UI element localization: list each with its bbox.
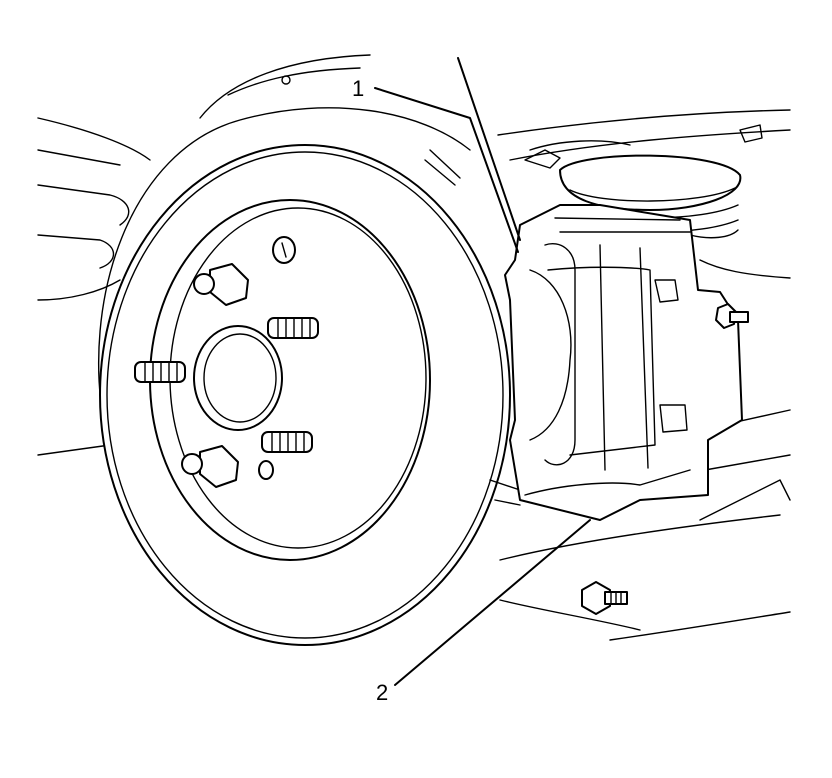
lower-control-arm xyxy=(499,409,791,641)
caliper-bracket-bolt xyxy=(715,303,749,329)
callout-1-label: 1 xyxy=(352,76,364,101)
hub-center-bore xyxy=(193,325,283,431)
brake-rotor xyxy=(99,144,521,646)
callout-1-leader xyxy=(374,87,519,253)
rotor-holes xyxy=(258,236,296,480)
wheel-stud xyxy=(261,431,313,453)
wheel-stud xyxy=(267,317,319,339)
brake-caliper xyxy=(504,204,743,521)
knuckle-structure xyxy=(37,54,371,456)
wheel-studs xyxy=(134,317,319,453)
lower-bolt xyxy=(581,581,628,615)
splash-shield xyxy=(98,107,471,431)
callout-2-label: 2 xyxy=(376,680,388,705)
wheel-stud xyxy=(134,361,186,383)
lug-nut xyxy=(181,445,239,488)
callout-2-leader xyxy=(394,519,591,686)
callout-pointer-line xyxy=(457,57,521,241)
lug-nuts xyxy=(181,263,249,488)
lug-nut xyxy=(193,263,249,306)
